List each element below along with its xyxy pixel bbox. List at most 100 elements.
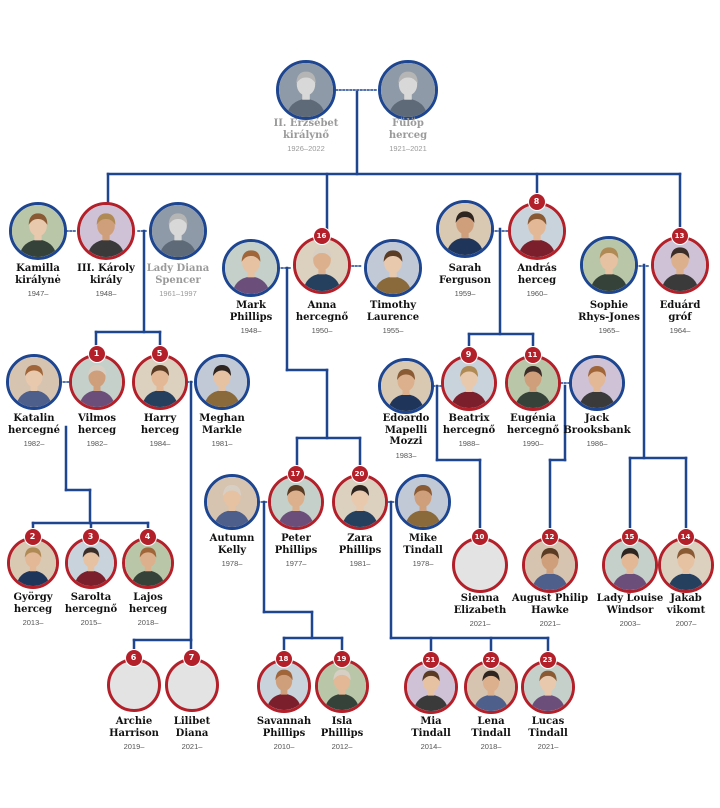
portrait-image xyxy=(661,540,711,590)
portrait xyxy=(65,537,117,589)
succession-rank-badge: 1 xyxy=(87,345,106,363)
portrait xyxy=(194,354,250,410)
person-label: Mia Tindall 2014– xyxy=(381,716,481,751)
portrait xyxy=(395,474,451,530)
portrait-image xyxy=(381,63,435,117)
person-years: 1948– xyxy=(240,326,262,335)
portrait-image xyxy=(197,357,247,407)
person-years: 1990– xyxy=(522,439,544,448)
person-name: II. Erzsébet királynő xyxy=(273,118,339,141)
person-years: 1978– xyxy=(412,559,434,568)
person-name: Jakab vikomt xyxy=(666,593,706,616)
person-label: Jakab vikomt 2007– xyxy=(636,593,720,628)
succession-rank-badge: 23 xyxy=(538,651,557,669)
succession-rank-badge: 13 xyxy=(670,227,689,245)
portrait xyxy=(658,537,714,593)
person-years: 1959– xyxy=(454,289,476,298)
person-name: Fülöp herceg xyxy=(388,118,428,141)
portrait xyxy=(204,474,260,530)
portrait xyxy=(508,202,566,260)
person-years: 1982– xyxy=(23,439,45,448)
portrait-image xyxy=(511,205,563,257)
portrait-image xyxy=(296,239,348,291)
person-name: György herceg xyxy=(13,592,53,615)
person-name: Eduárd gróf xyxy=(659,300,701,323)
person-years: 2007– xyxy=(675,619,697,628)
person-name: Savannah Phillips xyxy=(256,716,312,739)
person-name: Mia Tindall xyxy=(411,716,451,739)
succession-rank-badge: 18 xyxy=(274,650,293,668)
person-years: 2021– xyxy=(539,619,561,628)
person-name: Sophie Rhys-Jones xyxy=(578,300,640,323)
portrait xyxy=(222,239,280,297)
portrait xyxy=(268,474,324,530)
person-name: Mark Phillips xyxy=(229,300,273,323)
person-name: August Philip Hawke xyxy=(511,593,589,616)
person-label: Mark Phillips 1948– xyxy=(201,300,301,335)
person-years: 2015– xyxy=(80,618,102,627)
portrait xyxy=(257,659,311,713)
person-years: 1978– xyxy=(221,559,243,568)
person-name: Vilmos herceg xyxy=(77,413,117,436)
portrait-image xyxy=(10,540,56,586)
portrait xyxy=(6,354,62,410)
person-name: Lena Tindall xyxy=(471,716,511,739)
portrait-image xyxy=(271,477,321,527)
person-name: Sienna Elizabeth xyxy=(453,593,507,616)
person-name: III. Károly király xyxy=(77,263,135,286)
portrait xyxy=(441,355,497,411)
person-years: 2018– xyxy=(480,742,502,751)
person-years: 1955– xyxy=(382,326,404,335)
person-name: Lady Louise Windsor xyxy=(596,593,664,616)
portrait xyxy=(77,202,135,260)
portrait-image xyxy=(152,205,204,257)
person-name: Jack Brooksbank xyxy=(563,413,631,436)
portrait-image xyxy=(381,361,431,411)
portrait xyxy=(276,60,336,120)
person-years: 2014– xyxy=(420,742,442,751)
portrait-image xyxy=(225,242,277,294)
succession-rank-badge: 14 xyxy=(676,528,695,546)
person-label: Fülöp herceg 1921–2021 xyxy=(358,118,458,153)
person-name: Lady Diana Spencer xyxy=(146,263,210,286)
person-name: Lilibet Diana xyxy=(173,716,211,739)
portrait xyxy=(580,236,638,294)
person-name: András herceg xyxy=(517,263,557,286)
portrait xyxy=(132,354,188,410)
person-name: Mike Tindall xyxy=(403,533,443,556)
portrait xyxy=(464,660,518,714)
portrait-image xyxy=(318,662,366,710)
person-years: 1984– xyxy=(149,439,171,448)
succession-rank-badge: 6 xyxy=(124,649,143,667)
portrait xyxy=(332,474,388,530)
portrait xyxy=(378,358,434,414)
person-years: 1921–2021 xyxy=(389,144,427,153)
portrait xyxy=(602,537,658,593)
portrait-image xyxy=(135,357,185,407)
portrait xyxy=(69,354,125,410)
portrait-image xyxy=(80,205,132,257)
person-years: 2003– xyxy=(619,619,641,628)
portrait-image xyxy=(68,540,114,586)
portrait-image xyxy=(335,477,385,527)
portrait-image xyxy=(572,358,622,408)
succession-rank-badge: 4 xyxy=(138,528,157,546)
person-years: 1982– xyxy=(86,439,108,448)
succession-rank-badge: 11 xyxy=(523,346,542,364)
person-name: Kamilla királynė xyxy=(15,263,61,286)
portrait-image xyxy=(407,663,455,711)
portrait xyxy=(378,60,438,120)
portrait-image xyxy=(9,357,59,407)
portrait xyxy=(505,355,561,411)
